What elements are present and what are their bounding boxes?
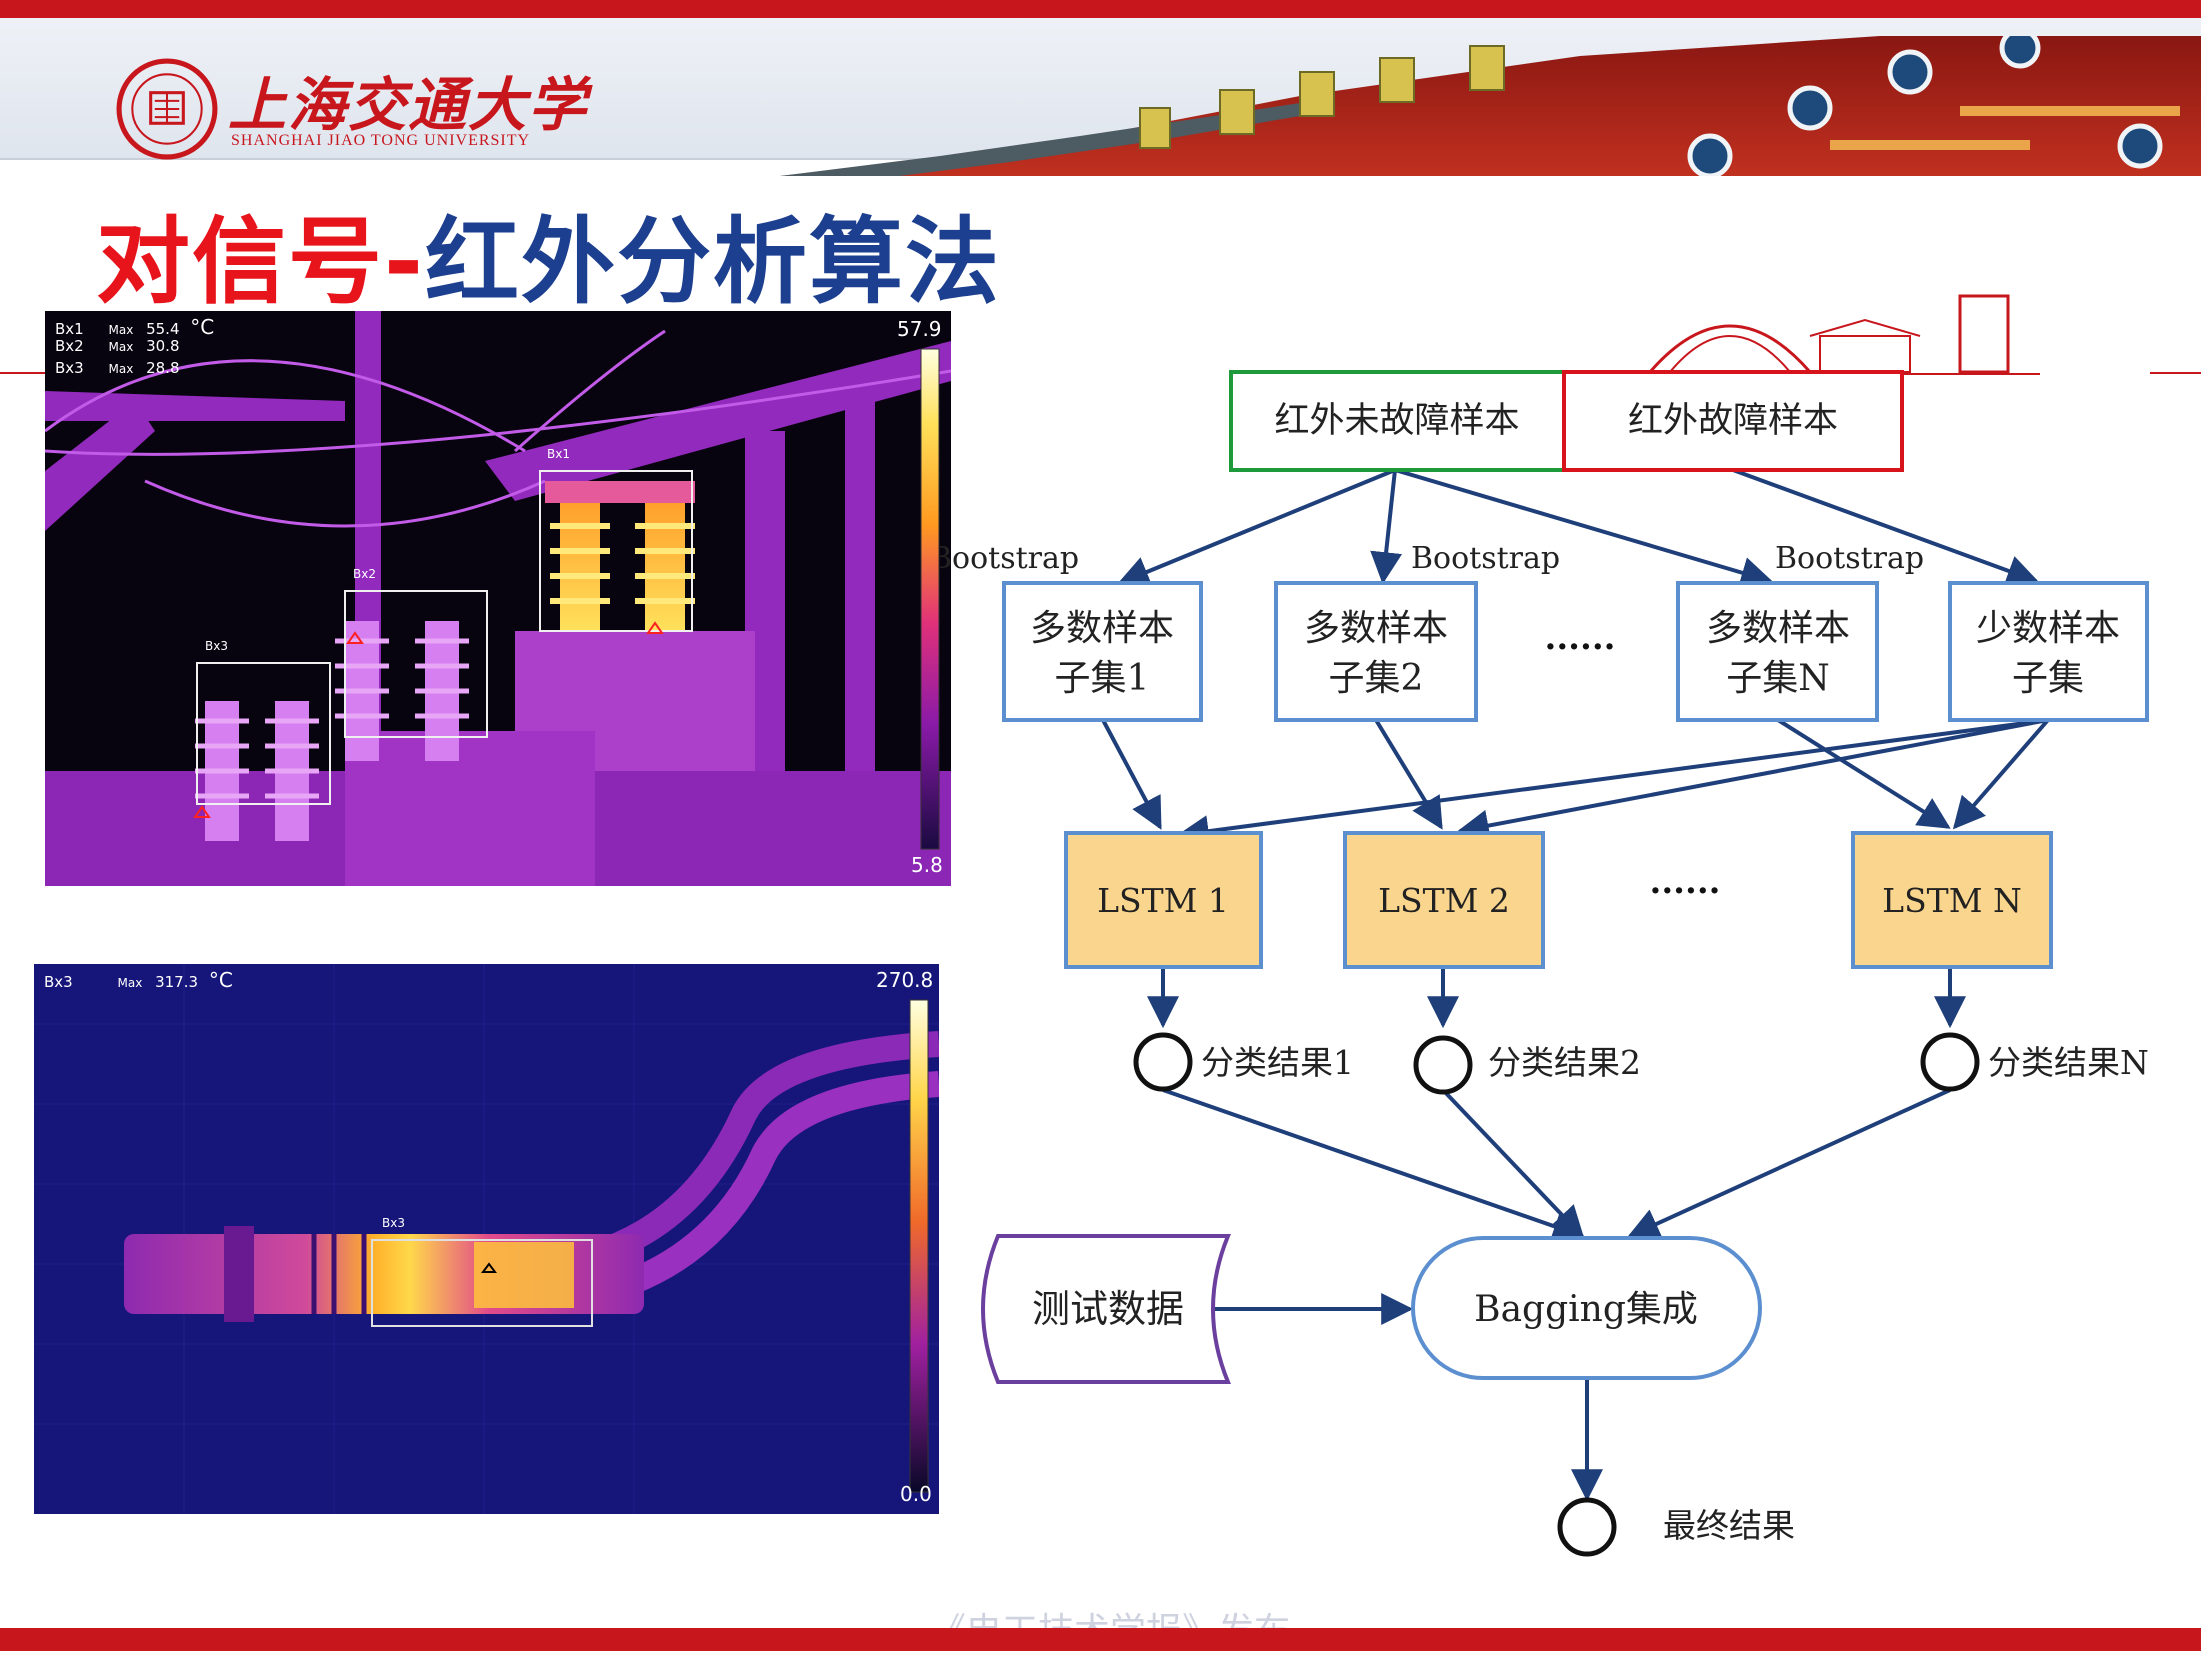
thermal1-legend-id: Bx3 bbox=[55, 359, 84, 377]
edge-result2-to-bagging bbox=[1443, 1090, 1582, 1236]
bootstrap-label-2: Bootstrap bbox=[1411, 541, 1560, 576]
node-minority-subset bbox=[1950, 583, 2147, 720]
thermal2-legend-kind: Max bbox=[118, 976, 143, 990]
node-minority-subset-line1: 少数样本 bbox=[1976, 608, 2120, 649]
node-majority-subset-2 bbox=[1276, 583, 1476, 720]
bootstrap-label-1: Bootstrap bbox=[940, 541, 1079, 576]
node-result-1 bbox=[1136, 1035, 1190, 1089]
title-part2: 红外分析算法 bbox=[425, 208, 1001, 317]
node-majority-subset-N-line1: 多数样本 bbox=[1706, 608, 1850, 649]
thermal1-legend-row-3: Bx3 Max 28.8 bbox=[55, 359, 180, 377]
thermal1-scale-max: 57.9 bbox=[897, 317, 942, 341]
thermal1-legend-kind: Max bbox=[109, 362, 134, 376]
edge-resultN-to-bagging bbox=[1630, 1090, 1950, 1236]
edge-result1-to-bagging bbox=[1163, 1090, 1582, 1236]
slide-header: 上海交通大学 SHANGHAI JIAO TONG UNIVERSITY bbox=[0, 18, 2201, 160]
node-majority-subset-N bbox=[1678, 583, 1877, 720]
thermal-image-substation: Bx1 Max 55.4 °C Bx2 Max 30.8 Bx3 Max 28.… bbox=[45, 311, 951, 886]
node-lstm-2-label: LSTM 2 bbox=[1378, 881, 1510, 920]
edge-subset1-to-lstm1 bbox=[1103, 720, 1160, 827]
node-minority-subset-line2: 子集 bbox=[2012, 658, 2084, 699]
thermal2-box-label-bx3: Bx3 bbox=[382, 1216, 405, 1230]
thermal1-legend-value: 55.4 bbox=[146, 320, 179, 338]
node-majority-subset-1-line1: 多数样本 bbox=[1030, 608, 1174, 649]
roof-decoration-icon bbox=[780, 36, 2201, 176]
slide-title: 对信号-红外分析算法 bbox=[96, 186, 1001, 322]
edge-minority-to-lstm1 bbox=[1180, 720, 2048, 835]
bottom-red-bar bbox=[0, 1628, 2201, 1651]
thermal1-box-label-bx3: Bx3 bbox=[205, 639, 228, 653]
bagging-lstm-flow-diagram: 红外未故障样本 红外故障样本 Bootstrap Bootstrap Boots… bbox=[940, 290, 2170, 1570]
node-majority-subset-N-line2: 子集N bbox=[1726, 658, 1830, 699]
thermal1-legend-id: Bx1 bbox=[55, 320, 84, 338]
edge-minority-to-lstm2 bbox=[1460, 720, 2048, 831]
subset-ellipsis: ······ bbox=[1544, 627, 1615, 667]
thermal2-legend-row-1: Bx3 Max 317.3 °C bbox=[44, 968, 233, 992]
node-normal-samples-label: 红外未故障样本 bbox=[1274, 401, 1519, 441]
university-name-cn: 上海交通大学 bbox=[228, 58, 588, 142]
node-final-result bbox=[1560, 1500, 1614, 1554]
top-red-bar bbox=[0, 0, 2201, 18]
edge-normal-to-subset2 bbox=[1383, 470, 1395, 581]
node-result-2 bbox=[1416, 1038, 1470, 1092]
node-result-1-label: 分类结果1 bbox=[1201, 1043, 1354, 1082]
edge-subset2-to-lstm2 bbox=[1376, 720, 1441, 827]
node-result-2-label: 分类结果2 bbox=[1488, 1043, 1641, 1082]
node-majority-subset-1-line2: 子集1 bbox=[1055, 658, 1150, 699]
node-result-N bbox=[1923, 1035, 1977, 1089]
thermal2-legend-id: Bx3 bbox=[44, 973, 73, 991]
node-final-result-label: 最终结果 bbox=[1663, 1506, 1795, 1545]
bootstrap-label-3: Bootstrap bbox=[1775, 541, 1924, 576]
node-test-data-label: 测试数据 bbox=[1032, 1287, 1184, 1331]
thermal2-unit: °C bbox=[209, 968, 233, 992]
node-majority-subset-2-line2: 子集2 bbox=[1329, 658, 1424, 699]
thermal2-scale-min: 0.0 bbox=[900, 1482, 932, 1506]
thermal1-legend-id: Bx2 bbox=[55, 337, 84, 355]
thermal1-box-label-bx2: Bx2 bbox=[353, 567, 376, 581]
node-fault-samples-label: 红外故障样本 bbox=[1628, 401, 1838, 441]
thermal1-legend-row-2: Bx2 Max 30.8 bbox=[55, 337, 180, 355]
university-seal-icon bbox=[116, 58, 218, 160]
thermal1-legend-value: 30.8 bbox=[146, 337, 179, 355]
thermal1-unit: °C bbox=[190, 315, 214, 339]
node-lstm-1-label: LSTM 1 bbox=[1097, 881, 1229, 920]
university-name-en: SHANGHAI JIAO TONG UNIVERSITY bbox=[231, 132, 530, 150]
thermal-substation-scene bbox=[45, 311, 951, 886]
thermal-image-cable: Bx3 Max 317.3 °C 270.8 0.0 Bx3 bbox=[34, 964, 939, 1514]
title-part1: 对信号- bbox=[96, 208, 425, 317]
node-lstm-N-label: LSTM N bbox=[1882, 881, 2022, 920]
node-majority-subset-1 bbox=[1004, 583, 1201, 720]
thermal1-legend-row-1: Bx1 Max 55.4 °C bbox=[55, 315, 214, 339]
lstm-ellipsis: ······ bbox=[1649, 871, 1720, 911]
thermal-cable-scene bbox=[34, 964, 939, 1514]
thermal2-legend-value: 317.3 bbox=[155, 973, 198, 991]
thermal1-legend-kind: Max bbox=[109, 323, 134, 337]
thermal1-box-label-bx1: Bx1 bbox=[547, 447, 570, 461]
edge-normal-to-subset1 bbox=[1120, 470, 1395, 583]
thermal1-legend-kind: Max bbox=[109, 340, 134, 354]
thermal1-scale-min: 5.8 bbox=[911, 853, 943, 877]
thermal2-scale-max: 270.8 bbox=[876, 968, 933, 992]
node-majority-subset-2-line1: 多数样本 bbox=[1304, 608, 1448, 649]
node-result-N-label: 分类结果N bbox=[1988, 1043, 2149, 1082]
thermal1-legend-value: 28.8 bbox=[146, 359, 179, 377]
background-line-left bbox=[0, 372, 48, 374]
node-bagging-label: Bagging集成 bbox=[1474, 1289, 1698, 1330]
